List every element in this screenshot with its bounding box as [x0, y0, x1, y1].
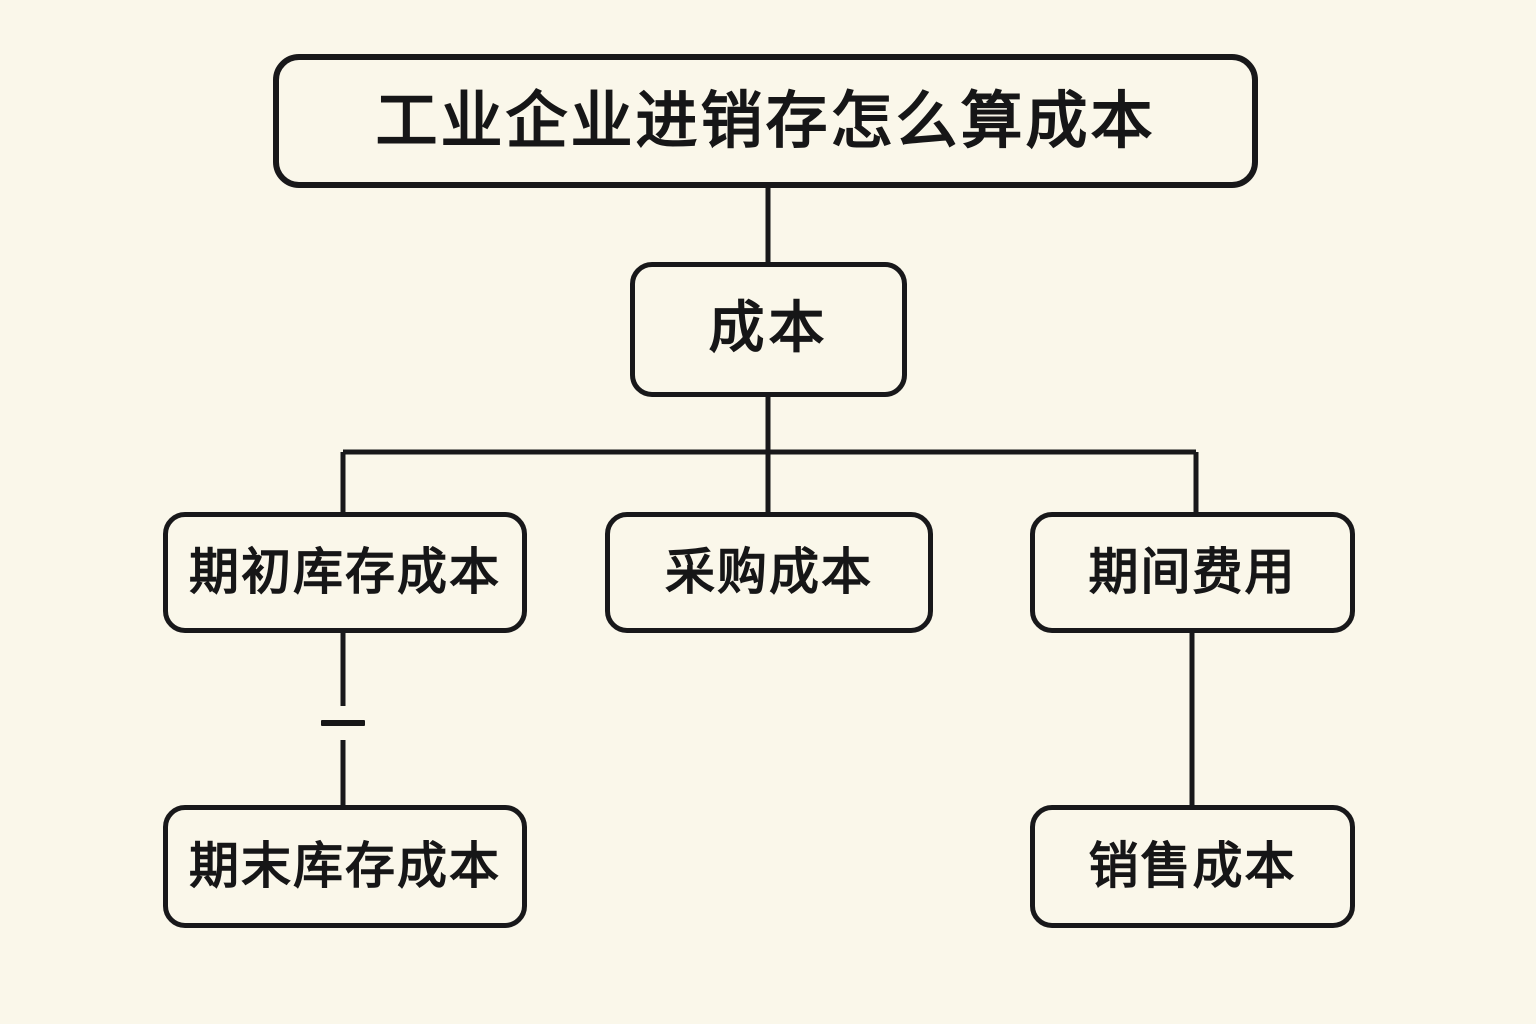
- node-period-expense-label: 期间费用: [1088, 543, 1297, 602]
- node-sales-cost-label: 销售成本: [1088, 837, 1297, 896]
- diagram-title-label: 工业企业进销存怎么算成本: [375, 84, 1156, 158]
- node-opening-inventory-cost-label: 期初库存成本: [189, 543, 501, 602]
- node-purchase-cost[interactable]: 采购成本: [605, 512, 933, 633]
- node-cost-label: 成本: [708, 296, 829, 362]
- node-sales-cost[interactable]: 销售成本: [1030, 805, 1355, 928]
- node-closing-inventory-cost[interactable]: 期末库存成本: [163, 805, 527, 928]
- diagram-title-node[interactable]: 工业企业进销存怎么算成本: [273, 54, 1258, 188]
- node-opening-inventory-cost[interactable]: 期初库存成本: [163, 512, 527, 633]
- minus-operator-icon: [320, 712, 366, 734]
- node-purchase-cost-label: 采购成本: [665, 543, 873, 602]
- node-cost[interactable]: 成本: [630, 262, 907, 397]
- node-period-expense[interactable]: 期间费用: [1030, 512, 1355, 633]
- node-closing-inventory-cost-label: 期末库存成本: [189, 837, 501, 896]
- minus-bar: [321, 720, 365, 726]
